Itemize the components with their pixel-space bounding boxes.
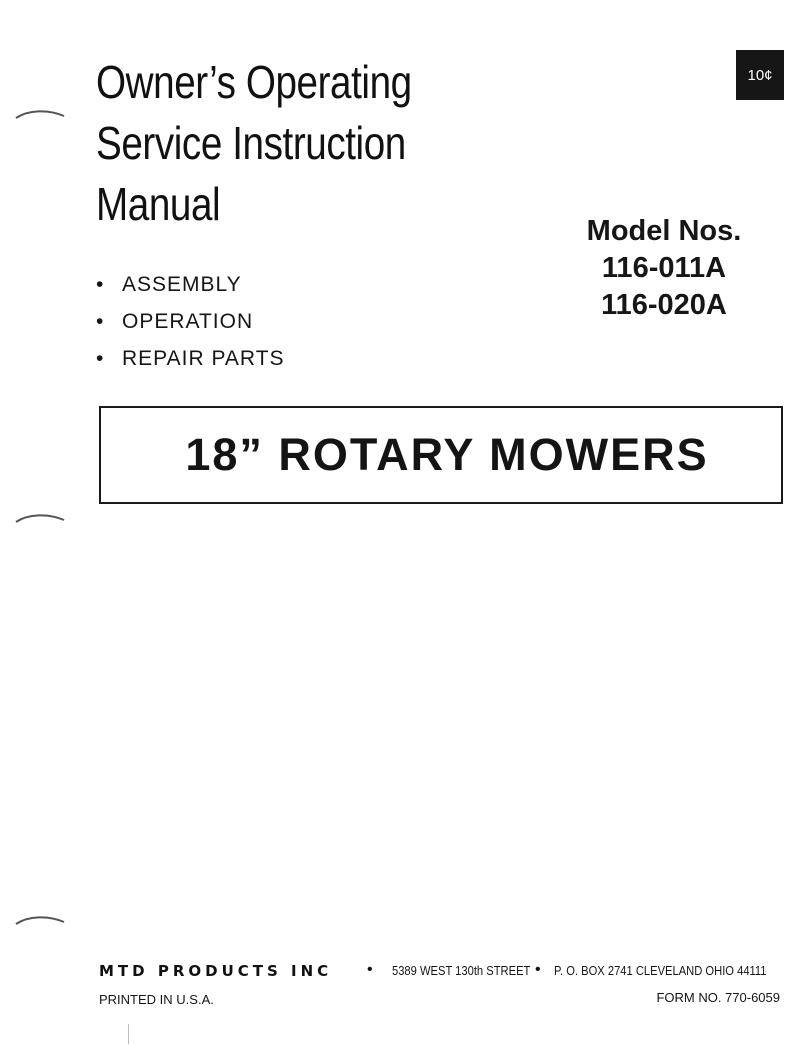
price-badge: 10¢: [736, 50, 784, 100]
bullet: •: [96, 310, 105, 333]
feature-item: • REPAIR PARTS: [96, 340, 285, 377]
title-line: Owner’s Operating: [96, 56, 412, 108]
bullet: •: [96, 347, 105, 370]
model-number: 116-020A: [601, 289, 727, 321]
footer-separator: •: [535, 961, 541, 978]
form-number: FORM NO. 770-6059: [656, 990, 780, 1005]
model-heading: Model Nos.: [586, 215, 742, 247]
title-line: Manual: [96, 178, 221, 230]
punch-hole-mark: [15, 514, 65, 523]
feature-label: ASSEMBLY: [122, 273, 242, 296]
po-box-address: P. O. BOX 2741 CLEVELAND OHIO 44111: [554, 963, 767, 978]
printed-in-usa: PRINTED IN U.S.A.: [99, 992, 214, 1007]
model-numbers: Model Nos. 116-011A 116-020A: [556, 213, 772, 324]
company-name: MTD PRODUCTS INC: [99, 962, 333, 980]
feature-label: REPAIR PARTS: [122, 347, 285, 370]
bullet: •: [96, 273, 105, 296]
punch-hole-mark: [15, 110, 65, 119]
product-banner: 18” ROTARY MOWERS: [99, 406, 783, 504]
feature-list: • ASSEMBLY • OPERATION • REPAIR PARTS: [96, 266, 285, 377]
footer-separator: •: [367, 961, 373, 978]
street-address: 5389 WEST 130th STREET: [392, 963, 531, 978]
manual-title: Owner’s Operating Service Instruction Ma…: [96, 52, 412, 235]
feature-item: • OPERATION: [96, 303, 285, 340]
punch-hole-mark: [15, 916, 65, 925]
feature-item: • ASSEMBLY: [96, 266, 285, 303]
scan-mark: [128, 1024, 129, 1044]
title-line: Service Instruction: [96, 117, 406, 169]
model-number: 116-011A: [601, 252, 727, 284]
feature-label: OPERATION: [122, 310, 254, 333]
